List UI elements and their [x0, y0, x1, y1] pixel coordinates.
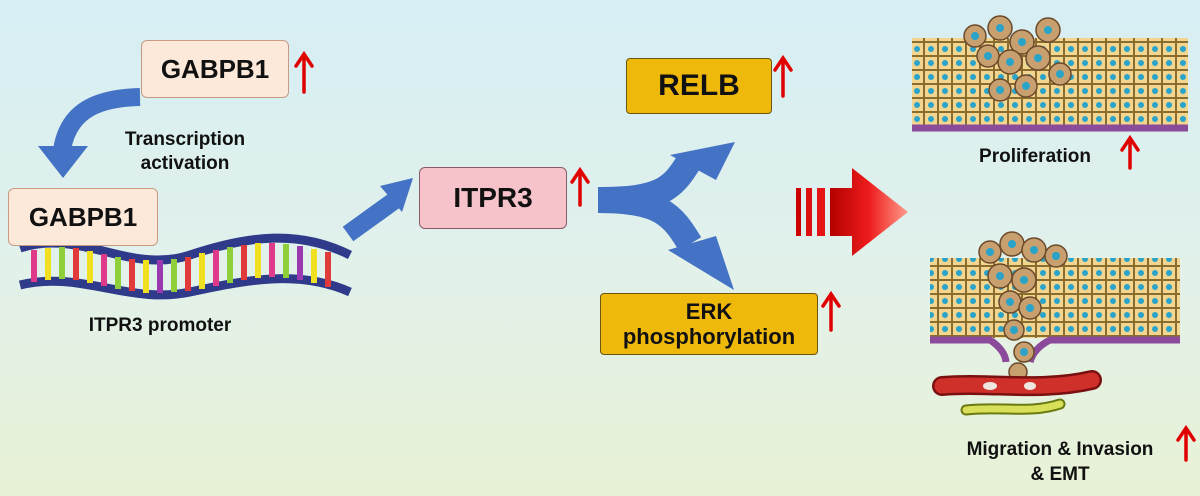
relb-box: RELB [626, 58, 772, 114]
curved-arrow-icon [38, 88, 141, 178]
proliferation-label: Proliferation [979, 146, 1091, 167]
transcription-label-line1: Transcription [124, 129, 246, 150]
itpr3-label: ITPR3 [453, 182, 533, 213]
blood-vessel-icon [932, 370, 1102, 416]
relb-label: RELB [658, 69, 740, 102]
promoter-label: ITPR3 promoter [88, 315, 232, 336]
big-red-arrow-icon [796, 168, 908, 256]
tissue-invasion-icon [930, 231, 1180, 382]
erk-label-line1: ERK [685, 298, 733, 324]
arrow-to-itpr3-icon [342, 178, 413, 242]
erk-box: ERK phosphorylation [600, 293, 818, 355]
gabpb1-top-label: GABPB1 [160, 53, 270, 84]
branch-arrow-icon [597, 142, 735, 290]
migration-label-line1: Migration & Invasion [966, 439, 1154, 460]
gabpb1-top-box: GABPB1 [141, 40, 289, 98]
migration-label-line2: & EMT [1030, 463, 1090, 485]
dna-icon [18, 233, 353, 300]
tissue-proliferation-icon [912, 15, 1188, 132]
gabpb1-dna-box: GABPB1 [8, 188, 158, 246]
transcription-label-line2: activation [140, 152, 230, 174]
transcription-activation-label: Transcription activation [100, 128, 270, 176]
migration-invasion-label: Migration & Invasion & EMT [940, 438, 1180, 487]
erk-label-line2: phosphorylation [622, 324, 796, 349]
itpr3-box: ITPR3 [419, 167, 567, 229]
gabpb1-dna-label: GABPB1 [28, 201, 138, 232]
